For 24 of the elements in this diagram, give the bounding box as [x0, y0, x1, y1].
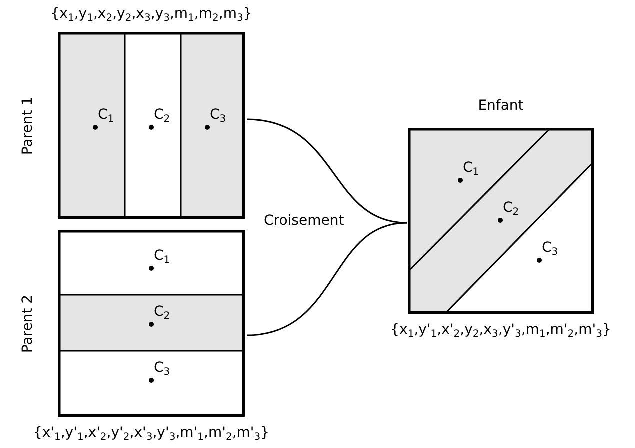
center-label: C$_{1}$ [154, 248, 170, 264]
center-label: C$_{2}$ [503, 200, 520, 216]
square-heading: Parent 1 [20, 96, 36, 155]
gene-list: {x$_{1}$,y$_{1}$,x$_{2}$,y$_{2}$,x$_{3}$,y$_{3}$,m$_{1}$,m$_{2}$,m$_{3}$} [50, 6, 252, 22]
crossover-curve [246, 222, 408, 336]
square-heading: Enfant [478, 98, 524, 114]
center-label: C$_{2}$ [154, 304, 170, 320]
region-band [125, 34, 181, 217]
region-band [60, 295, 243, 351]
center-label: C$_{1}$ [98, 107, 114, 123]
region-band [60, 351, 243, 415]
region-band [181, 34, 243, 217]
region-band [60, 34, 125, 217]
gene-list: {x$_{1}$,y'$_{1}$,x'$_{2}$,y$_{2}$,x$_{3}$,y'$_{3}$,m$_{1}$,m'$_{2}$,m'$_{3}$} [390, 322, 612, 338]
center-label: C$_{3}$ [210, 107, 226, 123]
region-band [60, 232, 243, 295]
crossover-curve [246, 118, 408, 224]
center-label: C$_{3}$ [154, 360, 170, 376]
center-label: C$_{2}$ [154, 107, 170, 123]
square-heading: Parent 2 [20, 294, 36, 353]
gene-list: {x'$_{1}$,y'$_{1}$,x'$_{2}$,y'$_{2}$,x'$_{3}$,y'$_{3}$,m'$_{1}$,m'$_{2}$,m'$_{3}$} [33, 425, 270, 441]
region-band [410, 130, 549, 270]
center-label: C$_{3}$ [542, 240, 558, 256]
center-label: C$_{1}$ [463, 160, 480, 176]
